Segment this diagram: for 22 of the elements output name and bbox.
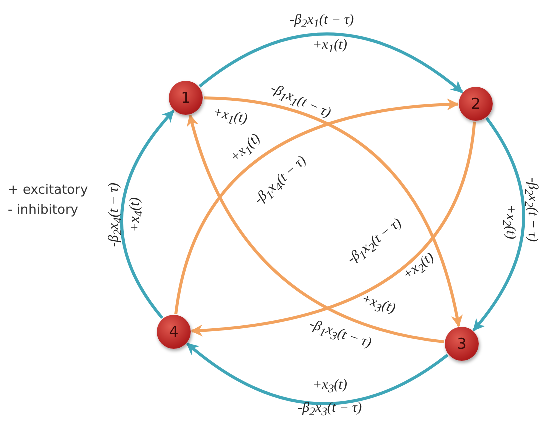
legend-text: + excitatory xyxy=(8,183,88,198)
node-circle xyxy=(445,327,479,361)
node-number: 4 xyxy=(169,323,179,341)
arrow xyxy=(198,32,464,94)
arrow xyxy=(187,114,444,344)
node-circle xyxy=(157,315,191,349)
node-number: 2 xyxy=(471,95,481,113)
edge-label: +x$_{3}$(t) xyxy=(312,378,348,396)
formula-label: -β$_{2}$x$_{3}$(t − τ) xyxy=(298,402,362,418)
arrow xyxy=(472,117,526,332)
arrow xyxy=(174,99,460,314)
arrow xyxy=(120,110,175,320)
arrow xyxy=(186,342,449,406)
node-circle xyxy=(169,81,203,115)
formula-label: -β$_{2}$x$_{1}$(t − τ) xyxy=(290,14,354,30)
edge-label: +x$_{1}$(t) xyxy=(312,38,348,56)
legend-text: - inhibitory xyxy=(8,203,78,218)
node-number: 1 xyxy=(181,89,191,107)
edge-label: +x$_{1}$(t) xyxy=(211,106,249,130)
node-circle xyxy=(459,87,493,121)
node-number: 3 xyxy=(457,335,467,353)
arrow xyxy=(190,122,476,336)
